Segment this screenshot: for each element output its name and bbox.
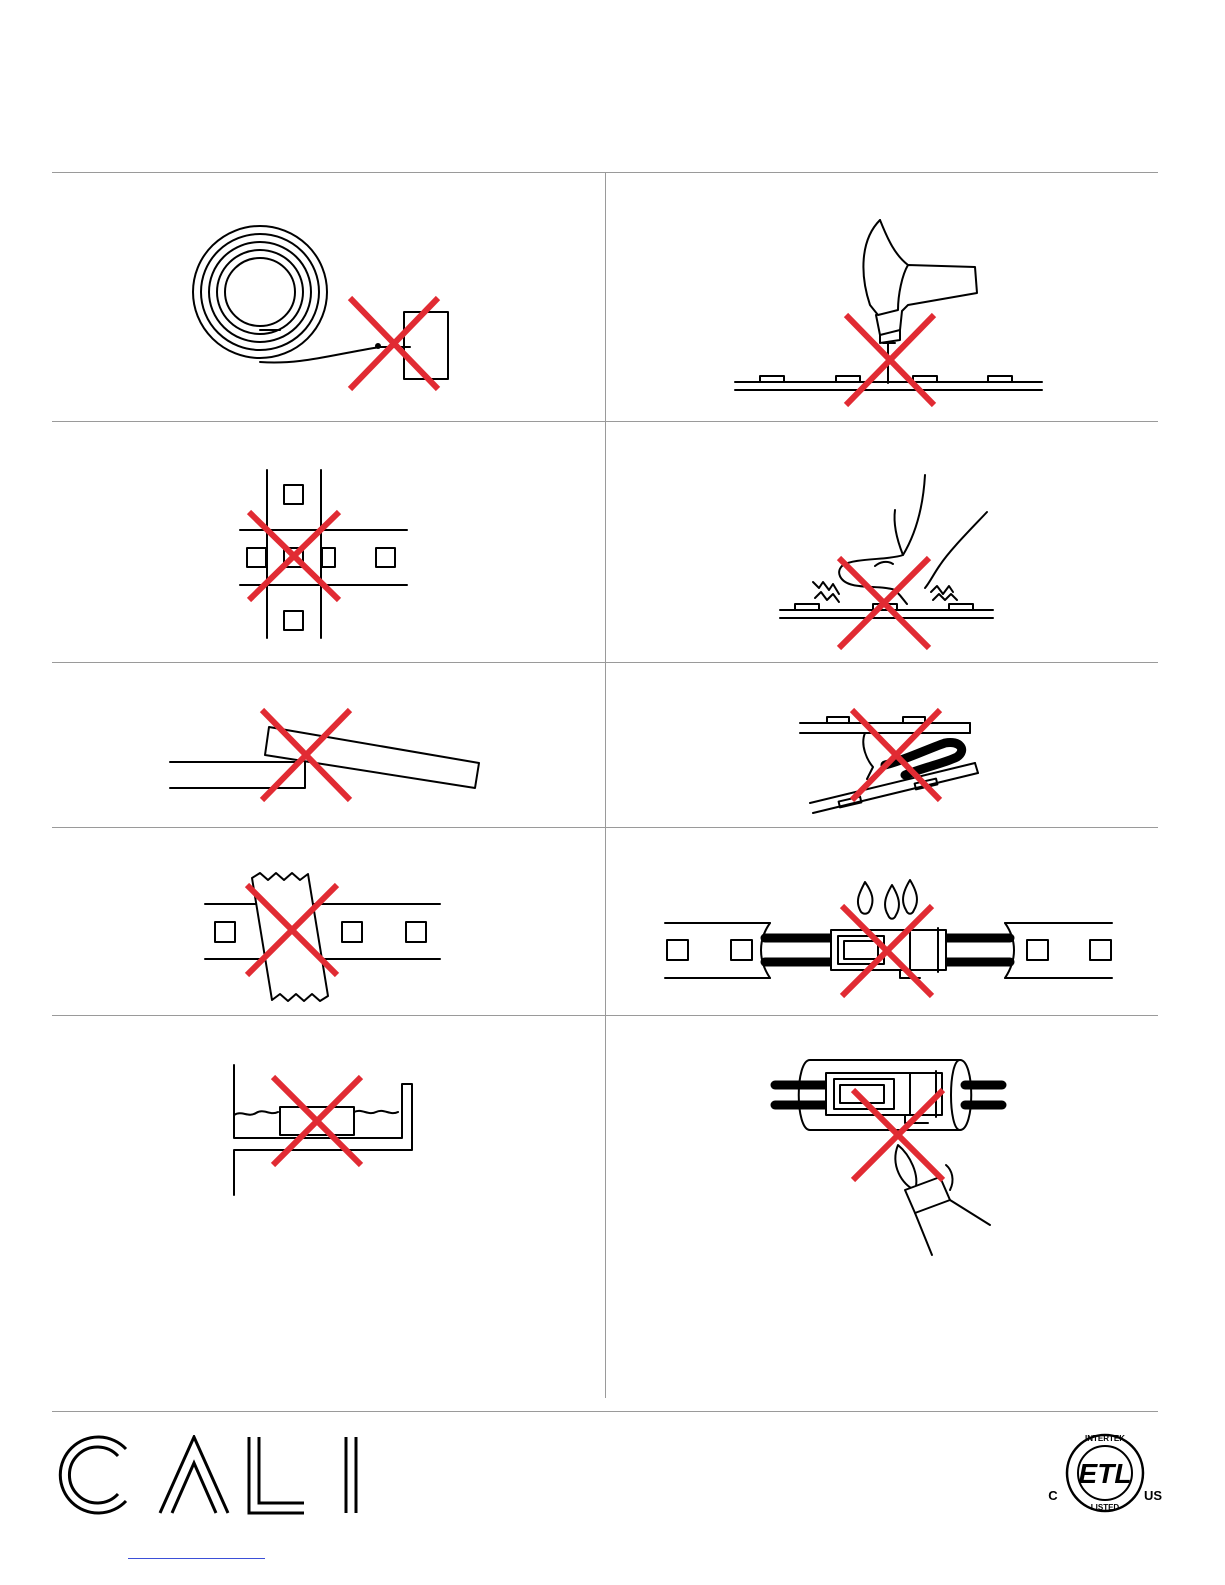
submerged-connector-icon (230, 1060, 420, 1200)
coil-icon (180, 215, 460, 395)
bent-strip-icon (165, 705, 485, 805)
prohibited-x-mark (249, 512, 339, 600)
grid-line-footer (52, 1411, 1158, 1412)
panel-submerged-connector (230, 1060, 420, 1200)
panel-pliers-connector (770, 1055, 1010, 1260)
etl-left-text: C (1048, 1488, 1058, 1503)
hammer-icon (730, 215, 1050, 410)
grid-line-center (605, 172, 606, 1398)
panel-crossed-strips (235, 470, 415, 640)
etl-listed-mark: ETL INTERTEK LISTED C US (1045, 1425, 1165, 1525)
folded-strip-icon (795, 705, 985, 815)
etl-bottom-text: LISTED (1091, 1503, 1120, 1512)
panel-folded-strip (795, 705, 985, 815)
panel-tape (200, 868, 445, 1008)
panel-hammer-nail (730, 215, 1050, 410)
brand-logo (52, 1435, 362, 1515)
panel-water-connector (660, 870, 1120, 1000)
pliers-icon (770, 1055, 1010, 1260)
cali-logo-icon (52, 1435, 362, 1515)
prohibited-x-mark (846, 315, 934, 405)
etl-right-text: US (1144, 1488, 1162, 1503)
etl-mark-text: ETL (1079, 1458, 1132, 1489)
etl-top-text: INTERTEK (1085, 1434, 1125, 1443)
prohibited-x-mark (839, 558, 929, 648)
panel-finger-pressing (775, 470, 1000, 650)
finger-icon (775, 470, 1000, 650)
tape-icon (200, 868, 445, 1008)
water-drop-icon (660, 870, 1120, 1000)
etl-certification-icon: ETL INTERTEK LISTED C US (1045, 1425, 1165, 1525)
panel-bent-strip (165, 705, 485, 805)
panel-coiled-strip (180, 215, 460, 395)
link-underline[interactable] (128, 1558, 265, 1559)
prohibited-x-mark (350, 298, 438, 389)
crossed-strip-icon (235, 470, 415, 640)
